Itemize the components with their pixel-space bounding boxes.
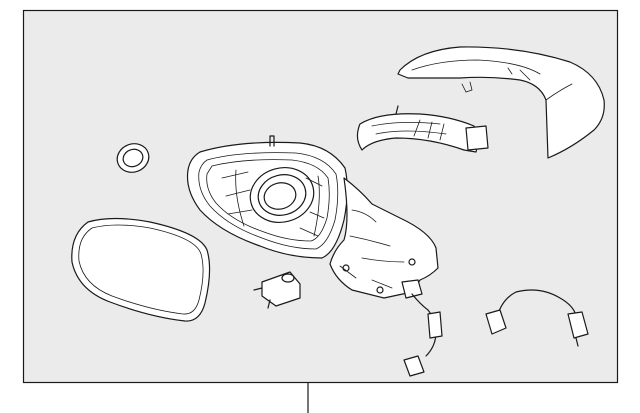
lamp-socket (253, 271, 301, 309)
trim-ring (116, 143, 150, 173)
skull-cap-cover (397, 46, 605, 159)
turn-signal-lamp (356, 105, 489, 153)
mirror-glass (71, 217, 211, 322)
wiring-harness (403, 289, 589, 377)
mirror-housing (186, 135, 439, 299)
